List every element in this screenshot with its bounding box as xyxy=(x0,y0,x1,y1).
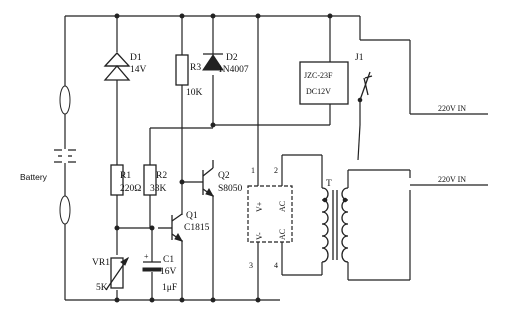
d2-value: 1N4007 xyxy=(218,65,249,75)
q1-ref: Q1 xyxy=(186,211,198,221)
output-terminals: 220V IN 220V IN xyxy=(438,104,466,184)
rectifier-label-vminus: V- xyxy=(255,232,264,240)
battery-label: Battery xyxy=(20,172,48,182)
c1-voltage: 16V xyxy=(160,267,177,277)
relay-model: JZC-23F xyxy=(304,71,333,80)
q2-value: S8050 xyxy=(218,184,243,194)
r1-ref: R1 xyxy=(120,171,131,181)
bridge-rectifier: 1 2 3 4 V+ AC V- AC xyxy=(247,166,293,270)
relay-coil: DC12V xyxy=(306,87,331,96)
output-label-2: 220V IN xyxy=(438,175,466,184)
output-label-1: 220V IN xyxy=(438,104,466,113)
capacitor-c1: + C1 16V 1μF xyxy=(142,252,177,293)
relay-j1: J1 JZC-23F DC12V xyxy=(299,53,373,105)
c1-ref: C1 xyxy=(163,255,174,265)
transistor-q2: Q2 S8050 xyxy=(202,160,243,197)
resistor-r1: R1 220Ω xyxy=(110,164,141,196)
rectifier-label-vplus: V+ xyxy=(255,201,264,212)
c1-capacitance: 1μF xyxy=(162,283,177,293)
potentiometer-vr1: VR1 5K xyxy=(92,256,130,293)
transformer-t: T xyxy=(321,179,349,263)
r1-value: 220Ω xyxy=(120,184,141,194)
battery: Battery xyxy=(20,85,76,225)
r3-ref: R3 xyxy=(190,63,201,73)
zener-diode-d1: D1 14V xyxy=(103,52,147,81)
wires xyxy=(64,15,488,301)
q2-ref: Q2 xyxy=(218,171,230,181)
transformer-ref: T xyxy=(326,179,332,189)
vr1-value: 5K xyxy=(96,283,108,293)
rectifier-pin-2: 2 xyxy=(274,166,278,175)
q1-value: C1815 xyxy=(184,223,210,233)
diode-d2: D2 1N4007 xyxy=(202,53,249,75)
rectifier-label-ac2: AC xyxy=(278,229,287,240)
rectifier-pin-1: 1 xyxy=(251,166,255,175)
resistor-r2: R2 33K xyxy=(143,164,167,196)
relay-ref: J1 xyxy=(355,53,364,63)
resistor-r3: R3 10K xyxy=(175,54,203,98)
r2-ref: R2 xyxy=(156,171,167,181)
d1-value: 14V xyxy=(130,65,147,75)
svg-text:+: + xyxy=(144,252,149,261)
transistor-q1: Q1 C1815 xyxy=(158,211,210,242)
r2-value: 33K xyxy=(150,184,167,194)
d2-ref: D2 xyxy=(226,53,238,63)
rectifier-pin-3: 3 xyxy=(249,261,253,270)
r3-value: 10K xyxy=(186,88,203,98)
junction-dots xyxy=(114,13,333,303)
d1-ref: D1 xyxy=(130,53,142,63)
rectifier-pin-4: 4 xyxy=(274,261,278,270)
rectifier-label-ac1: AC xyxy=(278,201,287,212)
vr1-ref: VR1 xyxy=(92,258,110,268)
